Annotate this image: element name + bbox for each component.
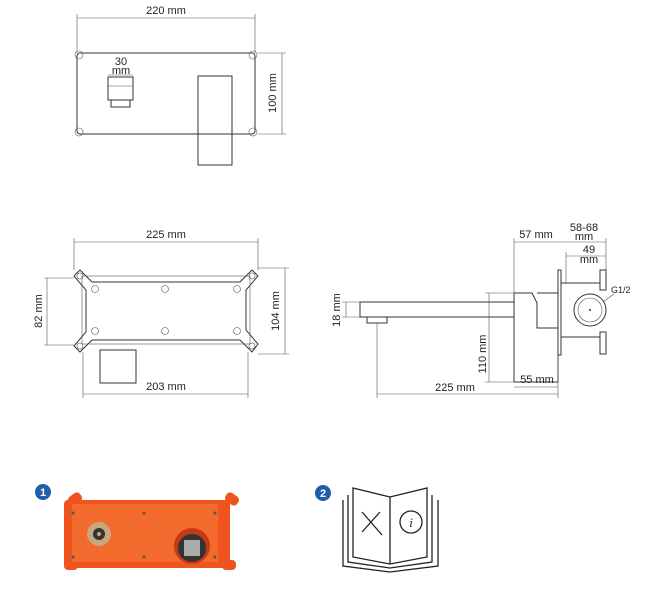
range-label-top: 58-68 <box>570 222 598 234</box>
mounting-box-photo <box>64 492 240 570</box>
top-view: 220 mm 30 mm 100 mm <box>74 5 286 166</box>
svg-text:1: 1 <box>40 487 46 499</box>
range-label-bottom: mm <box>575 231 593 243</box>
front-right-height-label: 104 mm <box>270 291 282 331</box>
box-depth-label-top: 49 <box>583 244 595 256</box>
height-110-label: 110 mm <box>477 335 489 374</box>
front-width-label: 225 mm <box>146 229 186 241</box>
knob-width-label-bottom: mm <box>112 65 130 77</box>
top-width-label: 220 mm <box>146 5 186 17</box>
reach-label: 225 mm <box>435 382 475 394</box>
knob-width-label-top: 30 <box>115 56 127 68</box>
svg-text:2: 2 <box>320 488 326 500</box>
side-view: G1/2 57 mm 58-68 mm 49 mm 18 mm 110 mm 5… <box>331 222 631 398</box>
depth-57-label: 57 mm <box>519 229 553 241</box>
front-bottom-width-label: 203 mm <box>146 381 186 393</box>
spout-height-label: 18 mm <box>331 293 343 327</box>
depth-55-label: 55 mm <box>520 374 554 386</box>
thread-label: G1/2 <box>611 285 631 295</box>
instruction-manual-icon: i <box>342 487 439 573</box>
front-left-height-label: 82 mm <box>33 294 45 328</box>
item-badge-1: 1 <box>35 484 51 500</box>
svg-text:i: i <box>409 515 413 530</box>
top-height-label: 100 mm <box>267 73 279 113</box>
item-badge-2: 2 <box>315 485 331 501</box>
front-view: 225 mm 82 mm 104 mm 203 mm <box>33 229 289 398</box>
box-depth-label-bottom: mm <box>580 254 598 266</box>
